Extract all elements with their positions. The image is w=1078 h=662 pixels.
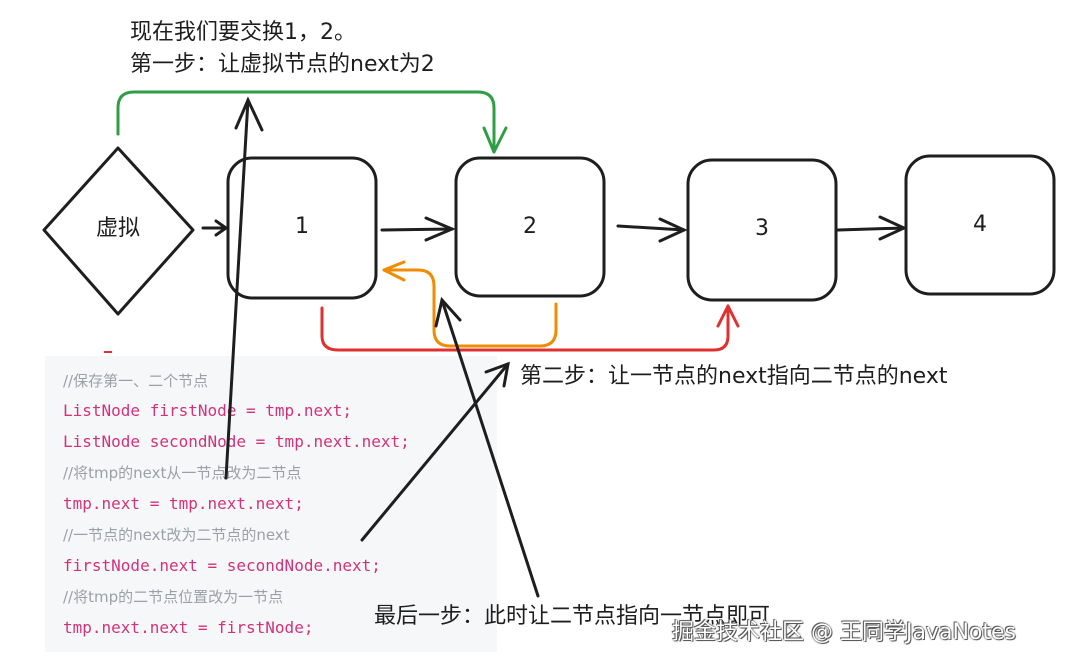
node-4-box xyxy=(904,154,1056,296)
dummy-node-label: 虚拟 xyxy=(95,216,140,241)
code-line-4: //将tmp的next从一节点改为二节点 xyxy=(63,464,302,482)
arrow-dummy-to-1 xyxy=(201,219,229,237)
arrow-3-to-4 xyxy=(836,215,908,241)
callout-arrow-step3 xyxy=(434,296,540,598)
code-line-6: //一节点的next改为二节点的next xyxy=(63,526,290,544)
title-line-2: 第一步：让虚拟节点的next为2 xyxy=(130,52,435,77)
node-3-box xyxy=(686,158,838,302)
title-line-1: 现在我们要交换1，2。 xyxy=(130,20,356,45)
node-2-box xyxy=(454,156,606,298)
code-line-3: ListNode secondNode = tmp.next.next; xyxy=(63,432,410,451)
code-line-5: tmp.next = tmp.next.next; xyxy=(63,494,304,513)
step3-caption: 最后一步：此时让二节点指向一节点即可 xyxy=(374,604,771,629)
code-line-9: tmp.next.next = firstNode; xyxy=(63,618,314,637)
node-3-label: 3 xyxy=(755,216,769,241)
code-line-2: ListNode firstNode = tmp.next; xyxy=(63,401,352,420)
code-line-1: //保存第一、二个节点 xyxy=(63,372,209,390)
orange-arrow-2-to-1 xyxy=(382,260,558,348)
node-1-label: 1 xyxy=(295,214,309,239)
node-4-label: 4 xyxy=(973,212,987,237)
arrow-1-to-2 xyxy=(380,216,456,242)
node-2-label: 2 xyxy=(523,214,537,239)
red-arrow-1-to-3 xyxy=(320,304,740,352)
callout-arrow-step1 xyxy=(224,96,264,480)
green-arrow-dummy-to-2 xyxy=(116,90,508,154)
arrow-2-to-3 xyxy=(616,217,688,243)
code-panel: //保存第一、二个节点 ListNode firstNode = tmp.nex… xyxy=(45,356,497,652)
watermark: 掘金技术社区 @ 王同学JavaNotes xyxy=(672,620,1016,645)
step2-caption: 第二步：让一节点的next指向二节点的next xyxy=(520,364,948,389)
code-line-7: firstNode.next = secondNode.next; xyxy=(63,556,381,575)
dummy-node-diamond xyxy=(42,146,195,316)
code-line-8: //将tmp的二节点位置改为一节点 xyxy=(63,588,284,606)
callout-arrow-step2 xyxy=(360,361,510,542)
